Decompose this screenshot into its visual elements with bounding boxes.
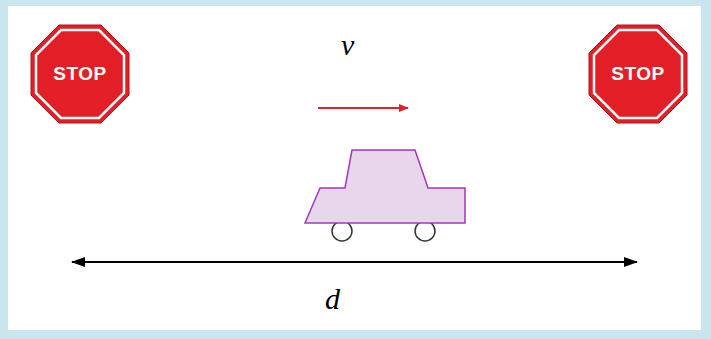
car [305, 150, 465, 241]
sign-text: STOP [53, 63, 106, 85]
distance-arrow [72, 261, 637, 263]
distance-label: d [325, 282, 340, 316]
velocity-label: v [341, 28, 354, 62]
stop-sign: STOP [588, 24, 688, 124]
velocity-arrow [318, 107, 408, 109]
stop-sign: STOP [30, 24, 130, 124]
sign-text: STOP [611, 63, 664, 85]
